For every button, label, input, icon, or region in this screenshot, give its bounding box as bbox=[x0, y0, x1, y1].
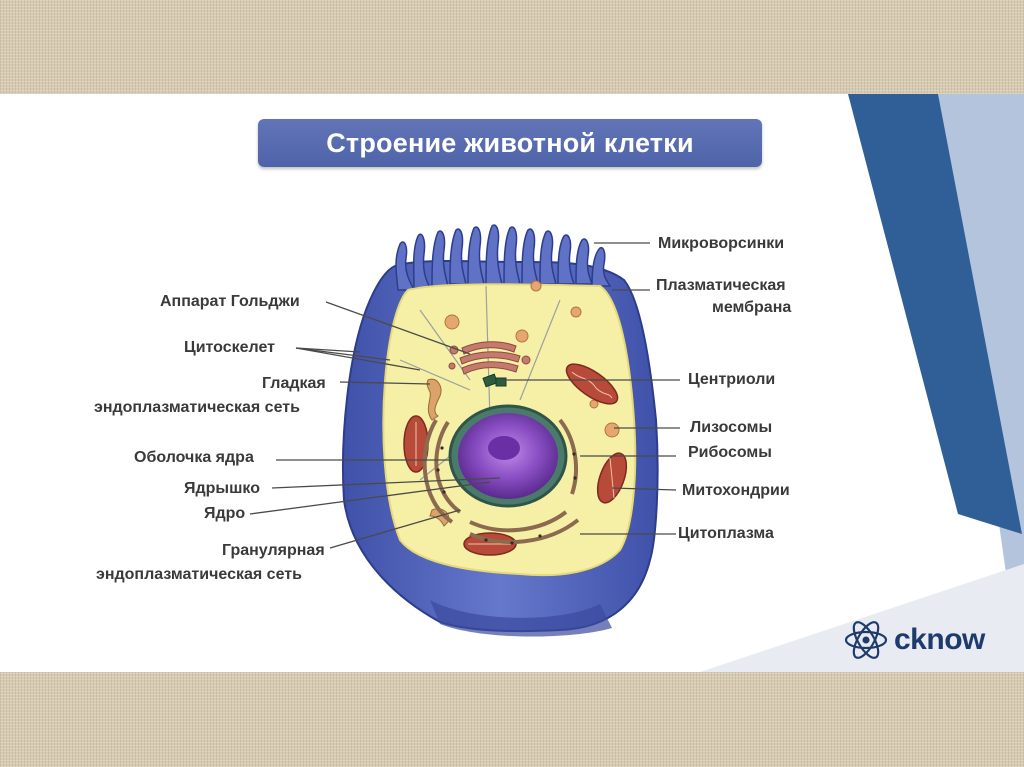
page-title: Строение животной клетки bbox=[326, 127, 694, 158]
label-microvilli: Микроворсинки bbox=[658, 235, 785, 252]
leader-lines bbox=[249, 242, 680, 549]
label-plasma-membrane-1: Плазматическая bbox=[656, 277, 786, 294]
label-ribosomes: Рибосомы bbox=[688, 444, 772, 461]
label-cytoplasm: Цитоплазма bbox=[678, 525, 774, 542]
nucleolus bbox=[488, 436, 520, 460]
label-smooth-er-2: эндоплазматическая сеть bbox=[94, 399, 300, 416]
label-nuclear-envelope: Оболочка ядра bbox=[134, 449, 254, 466]
brand-logo: cknow bbox=[842, 616, 1022, 664]
nucleus bbox=[448, 404, 568, 508]
lysosomes bbox=[444, 280, 620, 438]
label-nucleolus: Ядрышко bbox=[184, 480, 260, 497]
background-texture-top bbox=[0, 0, 1024, 94]
label-rough-er-2: эндоплазматическая сеть bbox=[96, 566, 302, 583]
atom-icon bbox=[844, 621, 888, 659]
title-bar: Строение животной клетки bbox=[258, 119, 762, 167]
centrioles bbox=[482, 373, 507, 388]
microvilli bbox=[395, 224, 612, 291]
background-texture-bottom bbox=[0, 672, 1024, 767]
label-mitochondria: Митохондрии bbox=[682, 482, 790, 499]
label-nucleus: Ядро bbox=[204, 505, 246, 522]
label-smooth-er-1: Гладкая bbox=[262, 375, 326, 392]
label-centrioles: Центриоли bbox=[688, 371, 776, 388]
accent-stripe-dark bbox=[848, 94, 1022, 534]
slide-decoration bbox=[700, 94, 1024, 672]
accent-shadow bbox=[700, 564, 1024, 672]
label-golgi: Аппарат Гольджи bbox=[160, 293, 300, 310]
mitochondria-cristae bbox=[415, 371, 615, 545]
golgi-apparatus bbox=[448, 341, 531, 375]
brand-text: cknow bbox=[894, 623, 985, 656]
label-rough-er-1: Гранулярная bbox=[222, 542, 325, 559]
label-cytoskeleton: Цитоскелет bbox=[184, 339, 275, 356]
label-plasma-membrane-2: мембрана bbox=[712, 299, 792, 316]
label-lysosomes: Лизосомы bbox=[690, 419, 773, 436]
